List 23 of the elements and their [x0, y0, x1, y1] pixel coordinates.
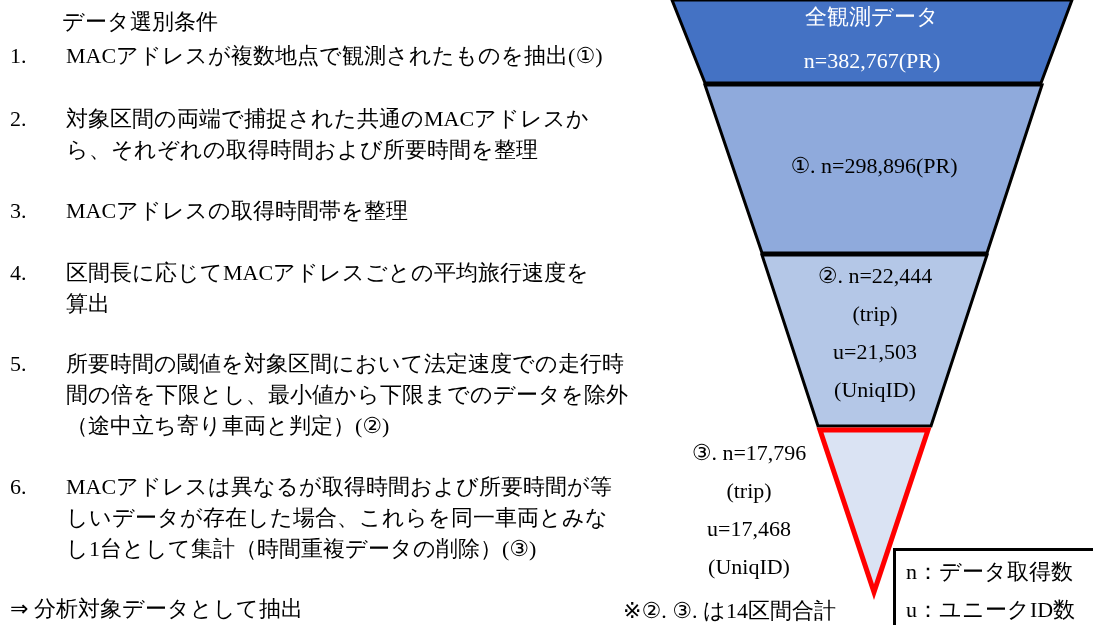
list-number: 5.: [10, 350, 27, 378]
segment-label: n=382,767(PR): [802, 47, 942, 75]
list-number: 6.: [10, 473, 27, 501]
list-heading: データ選別条件: [62, 8, 218, 36]
legend-text: n：データ取得数: [906, 558, 1073, 586]
segment-label: 全観測データ: [804, 3, 940, 31]
legend-text: u：ユニークID数: [906, 596, 1076, 624]
list-number: 2.: [10, 105, 27, 133]
condition-text: 区間長に応じてMACアドレスごとの平均旅行速度を算出: [66, 259, 591, 318]
condition-text: 所要時間の閾値を対象区間において法定速度での走行時間の倍を下限とし、最小値から下限までのデータを除外（途中立ち寄り車両と判定）(②): [66, 350, 629, 440]
condition-text: MACアドレスが複数地点で観測されたものを抽出(①): [66, 42, 604, 70]
list-number: 1.: [10, 42, 27, 70]
condition-text: MACアドレスの取得時間帯を整理: [66, 197, 410, 225]
list-number: 3.: [10, 197, 27, 225]
segment-label: ①. n=298,896(PR): [789, 152, 959, 180]
segment-label: ②. n=22,444 (trip) u=21,503 (UniqID): [816, 262, 934, 404]
footnote-text: ※②. ③. は14区間合計: [623, 597, 836, 625]
legend-box: [893, 548, 1093, 625]
condition-text: MACアドレスは異なるが取得時間および所要時間が等しいデータが存在した場合、これらを同一車両とみなし1台として集計（時間重複データの削除）(③): [66, 473, 614, 563]
segment-label: ③. n=17,796 (trip) u=17,468 (UniqID): [690, 439, 808, 581]
conclusion-text: ⇒ 分析対象データとして抽出: [10, 595, 303, 623]
list-number: 4.: [10, 259, 27, 287]
condition-text: 対象区間の両端で捕捉された共通のMACアドレスから、それぞれの取得時間および所要時間を整理: [66, 105, 591, 164]
